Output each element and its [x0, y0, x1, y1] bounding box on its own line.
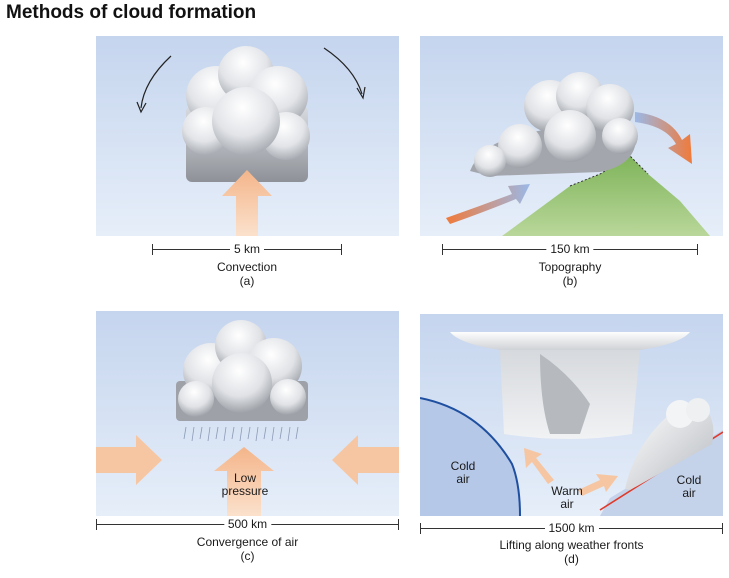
panel-letter-c: (c)	[240, 549, 255, 563]
caption-c: Convergence of air (c)	[96, 535, 399, 563]
caption-convection: Convection	[216, 260, 278, 274]
panel-letter-d: (d)	[564, 552, 579, 566]
caption-convergence: Convergence of air	[196, 535, 299, 549]
upslope-arrow	[446, 184, 530, 224]
updraft-arrow	[222, 170, 272, 236]
panel-fronts	[420, 314, 723, 516]
caption-a: Convection (a)	[152, 260, 342, 288]
orographic-cloud	[470, 72, 638, 177]
caption-d: Lifting along weather fronts (d)	[420, 538, 723, 566]
figure-title: Methods of cloud formation	[6, 2, 257, 23]
panel-convection	[96, 36, 399, 236]
scale-bar-c: 500 km	[96, 517, 399, 532]
scale-label-c: 500 km	[223, 517, 272, 531]
scale-bar-a: 5 km	[152, 242, 342, 257]
caption-topography: Topography	[538, 260, 602, 274]
curved-arrow-right-icon	[323, 47, 363, 95]
downslope-arrow	[635, 112, 692, 164]
warm-air-arrow-right	[578, 474, 618, 496]
panel-convergence	[96, 311, 399, 516]
scale-label-d: 1500 km	[544, 521, 599, 535]
cold-front-boundary	[420, 398, 520, 516]
label-cold-air-right: Cold air	[676, 473, 702, 500]
scale-label-b: 150 km	[546, 242, 594, 256]
scale-bar-d: 1500 km	[420, 521, 723, 536]
caption-fronts: Lifting along weather fronts	[499, 538, 644, 552]
label-warm-air: Warm air	[551, 484, 583, 511]
mountain	[502, 156, 710, 236]
scale-label-a: 5 km	[229, 242, 265, 256]
inflow-arrow-right	[332, 435, 399, 485]
frontal-cloud	[625, 398, 714, 490]
panel-letter-a: (a)	[239, 274, 255, 288]
cumulonimbus-cloud	[450, 332, 690, 439]
panel-topography	[420, 36, 723, 236]
convection-cloud	[182, 46, 310, 182]
convergence-cloud	[176, 320, 308, 421]
curved-arrow-left-icon	[140, 55, 172, 109]
updraft-arrow-c	[214, 447, 274, 516]
panel-letter-b: (b)	[562, 274, 578, 288]
warm-air-arrow-left	[524, 448, 554, 484]
caption-b: Topography (b)	[442, 260, 698, 288]
inflow-arrow-left	[96, 435, 162, 485]
rain-streaks	[183, 426, 299, 442]
label-low-pressure: Low pressure	[221, 471, 269, 498]
label-cold-air-left: Cold air	[450, 459, 476, 486]
scale-bar-b: 150 km	[442, 242, 698, 257]
